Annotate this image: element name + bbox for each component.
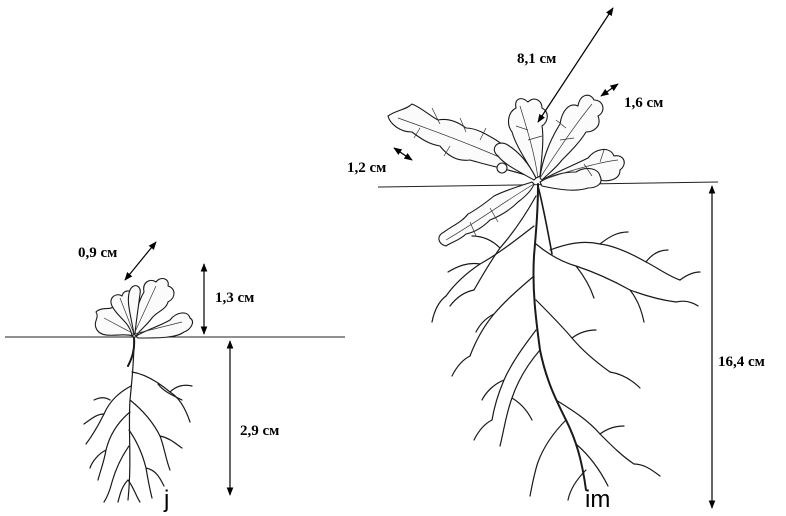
juvenile-plant: 0,9 см 1,3 см 2,9 см j [5, 242, 345, 513]
immature-rosette [388, 95, 624, 246]
immature-lobe-label: 1,2 см [347, 160, 386, 176]
immature-leaf-width-label: 1,6 см [624, 95, 663, 111]
immature-leaf-width-arrow [601, 84, 618, 96]
immature-stage-label: im [585, 486, 610, 513]
juvenile-root-depth-label: 2,9 см [240, 423, 279, 439]
immature-plant: 8,1 см 1,6 см 1,2 см 16,4 см im [347, 8, 765, 513]
juvenile-root-system [84, 338, 192, 502]
juvenile-shoot-height-label: 1,3 см [215, 290, 254, 306]
juvenile-leaf-width-arrow [125, 242, 156, 280]
juvenile-rosette [95, 279, 192, 338]
immature-leaf-length-label: 8,1 см [517, 51, 556, 67]
juvenile-leaf-width-label: 0,9 см [78, 245, 117, 261]
immature-lobe-arrow [394, 148, 412, 160]
immature-root-depth-label: 16,4 см [718, 354, 765, 370]
juvenile-stage-label: j [163, 486, 169, 513]
